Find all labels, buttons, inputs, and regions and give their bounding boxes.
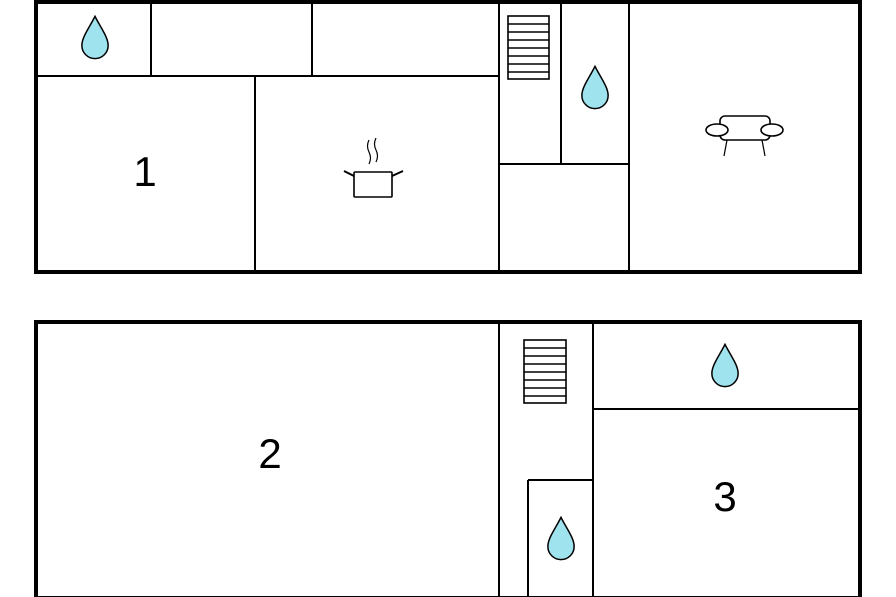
room-number: 2 (258, 430, 281, 477)
floor-upper-outline (34, 0, 862, 274)
cooking-pot-icon (343, 137, 404, 198)
room-number: 1 (133, 148, 156, 195)
floor-lower: 2 3 (34, 320, 862, 597)
floor-upper: 1 (34, 0, 862, 274)
stairs-icon (523, 339, 567, 404)
floor-lower-outline (34, 320, 862, 597)
water-drop-icon (711, 343, 739, 388)
room-number: 3 (713, 473, 736, 520)
stairs-icon (507, 15, 550, 80)
sofa-icon (705, 115, 784, 157)
water-drop-icon (581, 65, 609, 110)
water-drop-icon (547, 516, 575, 561)
water-drop-icon (81, 15, 109, 60)
